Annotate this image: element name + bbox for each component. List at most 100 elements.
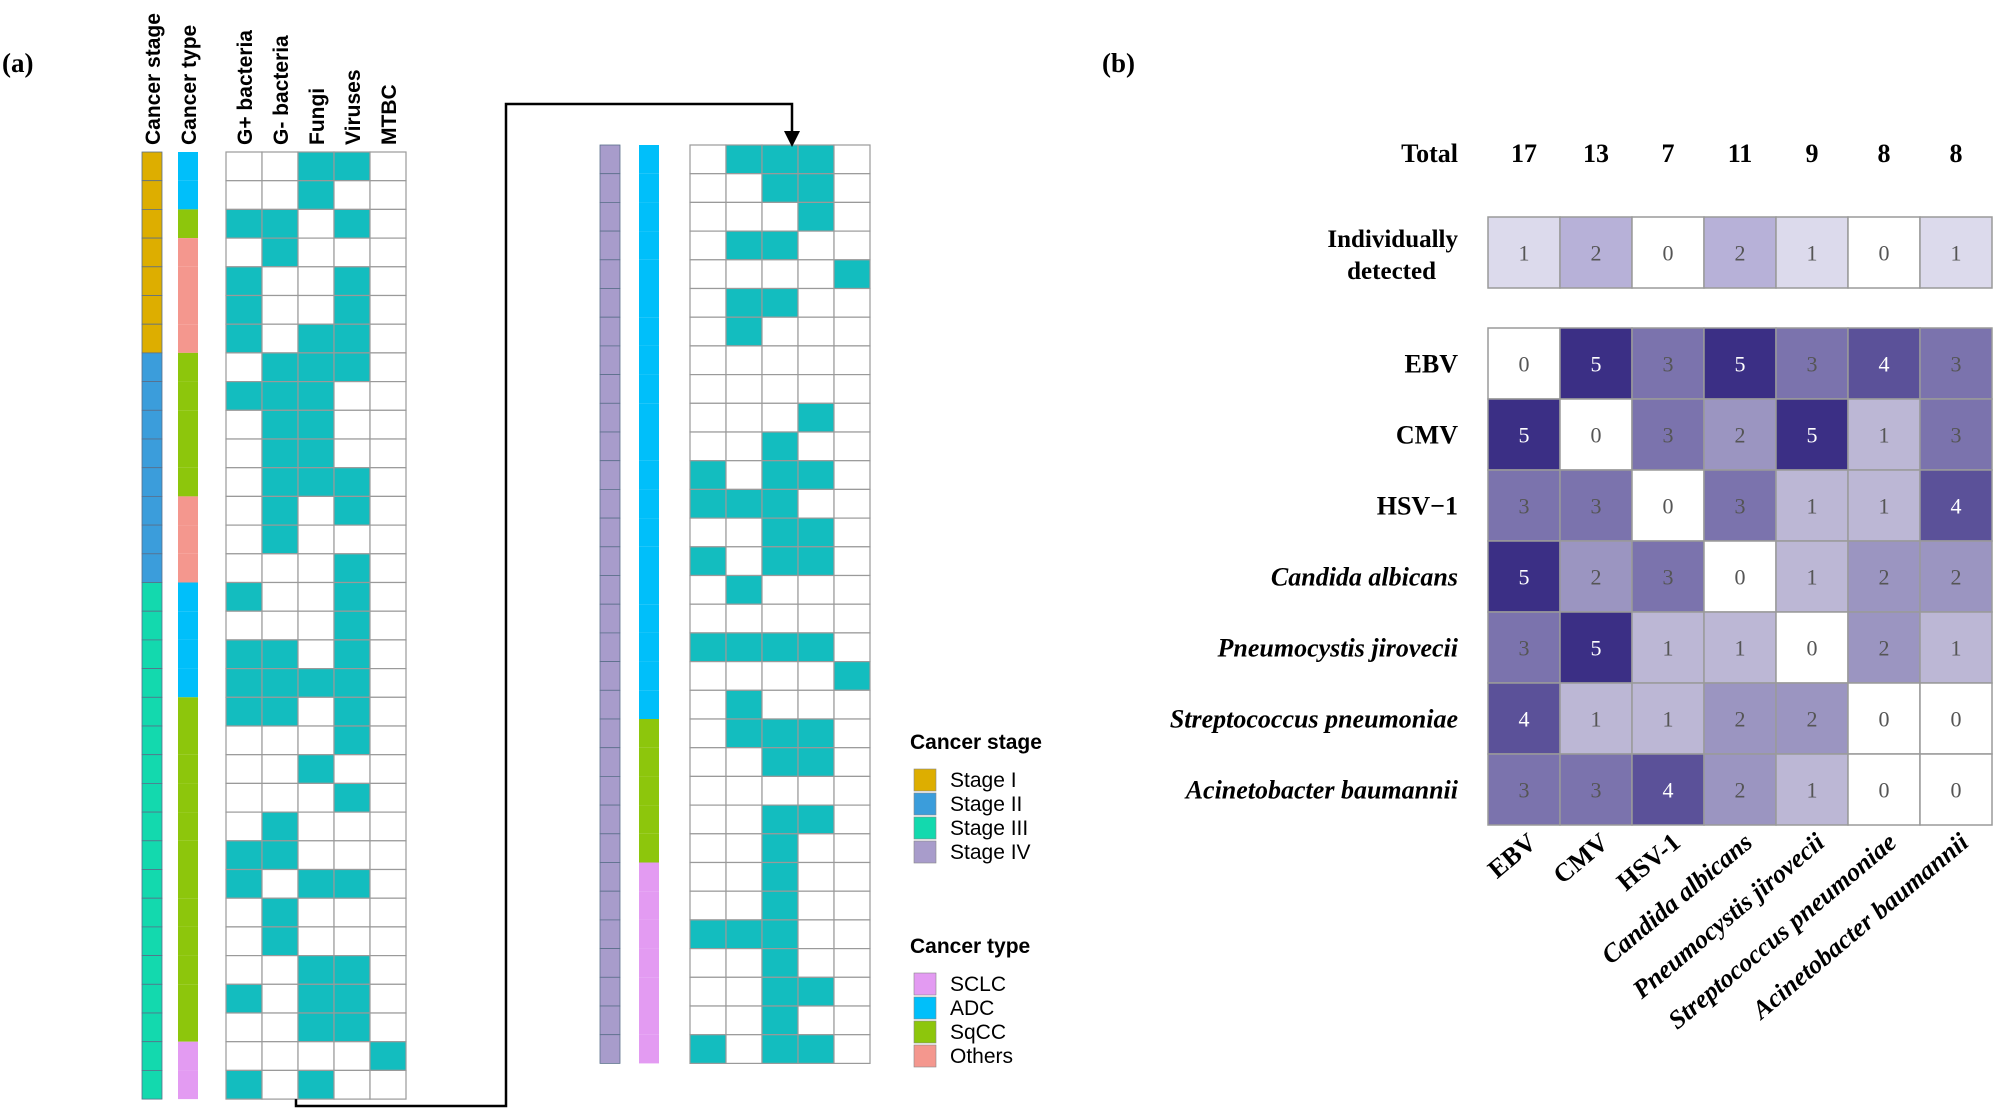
left-grid-cell <box>333 524 371 555</box>
right-grid-cell <box>833 431 871 462</box>
right-grid-cell <box>725 316 763 347</box>
left-grid-cell <box>297 983 335 1014</box>
matrix-value: 4 <box>1663 778 1674 803</box>
right-type-cell <box>639 1006 659 1035</box>
left-type-cell <box>178 611 198 640</box>
right-grid-cell <box>761 431 799 462</box>
left-grid-cell <box>369 926 407 957</box>
left-grid-cell <box>225 754 263 785</box>
left-grid-cell <box>369 151 407 182</box>
left-grid-cell <box>297 180 335 210</box>
right-grid-cell <box>689 259 727 290</box>
left-grid-cell <box>333 553 371 584</box>
matrix-value: 5 <box>1807 423 1818 448</box>
left-grid-cell <box>369 495 407 526</box>
right-grid-cell <box>797 517 835 548</box>
left-grid-cell <box>261 524 299 555</box>
left-type-cell <box>178 754 198 784</box>
left-grid-cell <box>369 754 407 785</box>
right-grid-cell <box>725 201 763 232</box>
right-type-cell <box>639 259 659 289</box>
matrix-cell <box>1919 327 1993 400</box>
legend-type-label: SCLC <box>950 973 1006 996</box>
left-type-cell <box>178 152 198 181</box>
column-header: Viruses <box>342 70 365 146</box>
left-grid-cell <box>261 782 299 813</box>
left-grid-cell <box>297 782 335 813</box>
matrix-value: 1 <box>1663 636 1674 661</box>
left-grid-cell <box>225 639 263 670</box>
left-stage-cell <box>141 1070 163 1100</box>
left-type-cell <box>178 266 198 296</box>
left-grid-cell <box>225 696 263 727</box>
right-grid-cell <box>725 919 763 950</box>
row-label: Acinetobacter baumannii <box>1184 776 1459 805</box>
left-grid-cell <box>333 352 371 383</box>
right-type-cell <box>639 173 659 203</box>
column-label: EBV <box>1482 827 1542 884</box>
matrix-value: 1 <box>1735 636 1746 661</box>
right-grid-cell <box>725 144 763 175</box>
totals-label: Total <box>1401 139 1458 168</box>
right-grid-cell <box>725 976 763 1007</box>
left-grid-cell <box>261 581 299 612</box>
matrix-value: 2 <box>1735 423 1746 448</box>
matrix-cell <box>1559 469 1633 542</box>
left-type-cell <box>178 582 198 612</box>
right-grid-cell <box>833 1034 871 1064</box>
total-value: 13 <box>1583 139 1609 168</box>
connector-arrow <box>784 131 800 147</box>
left-grid-cell <box>333 754 371 785</box>
left-grid-cell <box>297 926 335 957</box>
right-grid-cell <box>761 660 799 691</box>
left-grid-cell <box>369 294 407 325</box>
left-grid-cell <box>369 840 407 871</box>
matrix-cell <box>1631 398 1705 471</box>
individual-cell <box>1919 216 1993 289</box>
individual-value: 1 <box>1951 241 1962 266</box>
left-grid-cell <box>333 782 371 813</box>
left-grid-cell <box>333 294 371 325</box>
matrix-value: 1 <box>1807 494 1818 519</box>
individual-cell <box>1847 216 1921 289</box>
right-grid-cell <box>725 230 763 261</box>
legend-stage-swatch <box>913 840 937 864</box>
left-type-cell <box>178 955 198 985</box>
right-stage-cell <box>599 575 621 605</box>
left-type-cell <box>178 381 198 411</box>
right-type-cell <box>639 231 659 260</box>
matrix-value: 5 <box>1519 565 1530 590</box>
right-grid-cell <box>761 574 799 605</box>
left-grid-cell <box>261 696 299 727</box>
left-grid-cell <box>369 553 407 584</box>
right-grid-cell <box>833 747 871 778</box>
left-type-cell <box>178 295 198 325</box>
left-grid-cell <box>333 266 371 297</box>
right-stage-cell <box>599 517 621 548</box>
matrix-cell <box>1631 611 1705 684</box>
matrix-cell <box>1487 469 1561 542</box>
right-grid-cell <box>797 402 835 433</box>
right-stage-cell <box>599 288 621 318</box>
matrix-cell <box>1847 753 1921 826</box>
left-grid-cell <box>225 1041 263 1071</box>
matrix-cell <box>1775 327 1849 400</box>
right-stage-cell <box>599 173 621 203</box>
left-grid-cell <box>369 782 407 813</box>
matrix-value: 3 <box>1519 778 1530 803</box>
left-grid-cell <box>369 868 407 899</box>
left-grid-cell <box>225 409 263 440</box>
right-grid-cell <box>725 517 763 548</box>
left-grid-cell <box>225 381 263 411</box>
right-type-cell <box>639 1034 659 1064</box>
individual-cell <box>1559 216 1633 289</box>
left-grid-cell <box>225 294 263 325</box>
right-type-cell <box>639 862 659 892</box>
right-grid-cell <box>797 488 835 519</box>
right-grid-cell <box>689 833 727 864</box>
left-grid-cell <box>369 524 407 555</box>
left-grid-cell <box>369 696 407 727</box>
left-grid-cell <box>369 954 407 985</box>
right-grid-cell <box>761 173 799 203</box>
left-grid-cell <box>333 180 371 210</box>
